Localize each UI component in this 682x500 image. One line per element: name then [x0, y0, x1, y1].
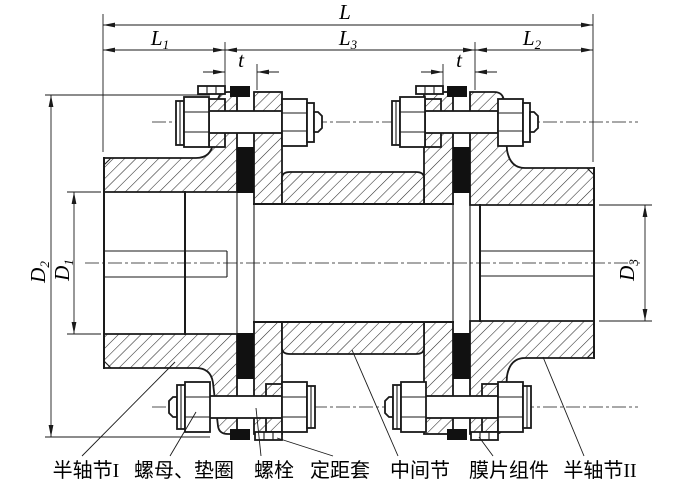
pack-rim-top: [447, 86, 467, 97]
left-hub-bottom-wall: [103, 333, 238, 435]
bolt-assembly-bottom-right: [384, 381, 532, 433]
spacer-block: [197, 85, 226, 95]
pack-section-top: [237, 147, 254, 193]
bolt-head: [400, 381, 427, 433]
pack-rim-top: [230, 86, 250, 97]
dim-letter: L: [522, 26, 535, 50]
pack-rim-bottom: [447, 429, 467, 440]
leader-half-coupling-2: [542, 356, 585, 457]
leader-half-coupling-1: [81, 361, 176, 457]
dim-label-L: L: [338, 0, 351, 24]
spacer-block: [470, 431, 499, 441]
bolt-head: [281, 98, 308, 147]
spacer-sleeve-blocks: [197, 85, 499, 441]
diaphragm-pack-right: [447, 86, 471, 440]
dim-subscript: 3: [626, 259, 641, 267]
nut: [497, 381, 524, 433]
leader-diaphragm-pack: [478, 436, 494, 457]
bolt-tip: [384, 396, 394, 418]
leader-lines: [81, 349, 585, 457]
dim-letter: D: [26, 268, 50, 284]
part-label-half-coupling-2: 半轴节II: [563, 459, 636, 482]
dim-subscript: 1: [163, 37, 170, 52]
dim-subscript: 1: [61, 259, 76, 266]
dim-label-D2: D2: [26, 261, 52, 284]
bolt-tip: [168, 396, 178, 418]
bolt-shank: [208, 395, 283, 419]
left-half-coupling: [103, 91, 238, 435]
bolt-assembly-top-left: [175, 96, 323, 148]
part-label-half-coupling-1: 半轴节I: [53, 459, 120, 482]
bolt-shank: [208, 110, 283, 134]
part-label-diaphragm-pack: 膜片组件: [469, 459, 549, 482]
pack-section-top: [453, 147, 470, 193]
part-label-spacer-sleeve: 定距套: [310, 459, 370, 482]
dim-letter: D: [615, 266, 639, 282]
nut: [183, 96, 210, 148]
bolt-tip: [313, 111, 323, 133]
spacer-block: [415, 85, 444, 95]
leader-nut-washer: [169, 411, 197, 457]
dim-letter: D: [50, 266, 74, 282]
part-labels: 半轴节I 螺母、垫圈 螺栓 定距套 中间节 膜片组件 半轴节II: [53, 459, 637, 482]
right-hub-top-wall: [469, 91, 595, 206]
spacer-block: [254, 431, 283, 441]
part-label-bolt: 螺栓: [254, 459, 294, 482]
dim-letter: L: [150, 26, 163, 50]
pack-section-bottom: [453, 333, 470, 379]
dim-letter: L: [338, 26, 351, 50]
dim-label-L3: L3: [338, 26, 358, 52]
dim-label-D3: D3: [615, 259, 641, 282]
right-hub-chamfer-bottom: [586, 350, 595, 359]
dim-subscript: 2: [535, 37, 542, 52]
pack-section-bottom: [237, 333, 254, 379]
spool-tube-bottom-wall: [281, 321, 425, 355]
bolt-tip: [529, 111, 539, 133]
leader-middle-spool: [351, 349, 399, 457]
extension-lines: [45, 14, 652, 438]
dim-label-L2: L2: [522, 26, 542, 52]
leader-spacer-sleeve: [276, 437, 334, 457]
dim-label-t-left: t: [238, 48, 245, 72]
right-hub-chamfer-top: [586, 167, 595, 176]
washer-rings: [306, 102, 315, 143]
left-hub-chamfer-top: [103, 157, 112, 166]
bolt-assembly-top-right: [391, 96, 539, 148]
nut: [281, 381, 308, 433]
spool-tube-top-wall: [281, 171, 425, 205]
bolt-shank: [424, 395, 499, 419]
bolt-head: [497, 98, 524, 147]
nut: [399, 96, 426, 148]
leader-bolt: [255, 407, 262, 457]
dim-subscript: 3: [350, 37, 358, 52]
dim-label-L1: L1: [150, 26, 169, 52]
diaphragm-pack-left: [230, 86, 255, 440]
pack-rim-bottom: [230, 429, 250, 440]
dim-label-t-right: t: [456, 48, 463, 72]
washer-rings: [522, 102, 531, 143]
bolt-assembly-bottom-left: [168, 381, 316, 433]
spool-left-flange-top: [253, 91, 283, 205]
part-label-nut-washer: 螺母、垫圈: [134, 459, 234, 482]
dim-subscript: 2: [37, 261, 52, 268]
left-hub-chamfer-bottom: [103, 360, 112, 369]
dim-label-D1: D1: [50, 259, 76, 282]
dimensions: L L1 L3 L2 t t D2 D1 D3: [26, 0, 648, 437]
bolt-shank: [424, 110, 499, 134]
part-label-middle-spool: 中间节: [390, 459, 450, 482]
